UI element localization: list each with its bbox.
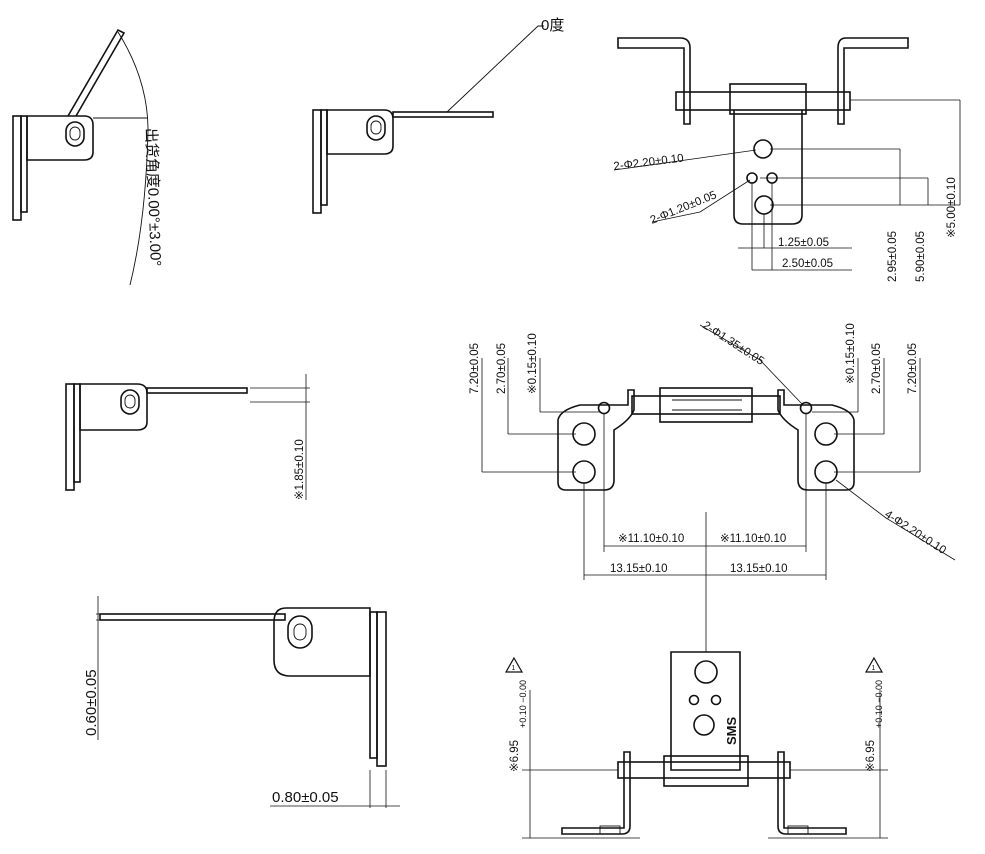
dim-590: 5.90±0.05 <box>915 231 927 282</box>
exit-angle-label: 出货角度0.00°±3.00° <box>142 128 164 267</box>
dim-270-left: 2.70±0.05 <box>496 343 508 394</box>
dim-250: 2.50±0.05 <box>782 258 833 270</box>
dim-080: 0.80±0.05 <box>272 789 339 806</box>
warning-triangle-right: 1 <box>864 656 884 673</box>
dim-1315-right: 13.15±0.10 <box>730 563 787 575</box>
front-view-top: 2-Φ2.20±0.10 2-Φ1.20±0.05 1.25±0.05 2.50… <box>613 37 961 282</box>
hole-4-220-label: 4-Φ2.20±0.10 <box>882 508 948 556</box>
dim-695-right-tol: +0.10 −0.00 <box>874 680 884 728</box>
side-view-bottom: 0.60±0.05 0.80±0.05 <box>83 596 400 808</box>
side-view-angled: 出货角度0.00°±3.00° <box>12 28 164 286</box>
dim-695-right: ※6.95 <box>865 740 877 772</box>
dim-500: ※5.00±0.10 <box>946 177 958 238</box>
dim-015-right: ※0.15±0.10 <box>845 323 857 384</box>
dim-060: 0.60±0.05 <box>83 669 100 736</box>
sms-marking: SMS <box>724 717 739 746</box>
side-view-flat: ※1.85±0.10 <box>65 374 310 500</box>
hole-135-label: 2-Φ1.35±0.05 <box>700 319 766 367</box>
warning-right-number: 1 <box>872 665 876 672</box>
warning-left-number: 1 <box>512 665 516 672</box>
hole-220-label: 2-Φ2.20±0.10 <box>613 152 684 173</box>
dim-295: 2.95±0.05 <box>887 231 899 282</box>
dim-695-left: ※6.95 <box>509 740 521 772</box>
front-view-main: 7.20±0.05 2.70±0.05 ※0.15±0.10 ※0.15±0.1… <box>469 319 956 652</box>
dim-720-left: 7.20±0.05 <box>469 343 481 394</box>
dim-125: 1.25±0.05 <box>778 237 829 249</box>
dim-695-left-tol: +0.10 −0.00 <box>518 680 528 728</box>
hole-120-label: 2-Φ1.20±0.05 <box>649 189 719 227</box>
dim-1110-right: ※11.10±0.10 <box>720 533 786 545</box>
front-view-bottom: SMS ※6.95 +0.10 −0.00 ※6.95 +0.10 −0.00 … <box>504 651 888 839</box>
dim-270-right: 2.70±0.05 <box>871 343 883 394</box>
zero-degree-label: 0度 <box>541 17 564 34</box>
dim-185: ※1.85±0.10 <box>294 439 306 500</box>
dim-015-left: ※0.15±0.10 <box>527 333 539 394</box>
dim-1110-left: ※11.10±0.10 <box>618 533 684 545</box>
warning-triangle-left: 1 <box>504 656 524 673</box>
dim-1315-left: 13.15±0.10 <box>610 563 667 575</box>
side-view-zero: 0度 <box>312 17 564 214</box>
dim-720-right: 7.20±0.05 <box>907 343 919 394</box>
